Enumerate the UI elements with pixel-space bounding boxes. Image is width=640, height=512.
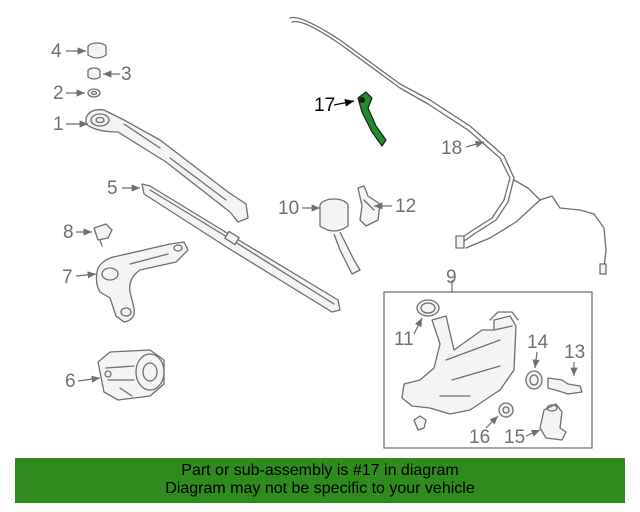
part-7-linkage [95,241,189,323]
part-5-wiper-blade [141,183,341,313]
part-3-nut [87,67,101,80]
part-number-13: 13 [564,342,586,363]
part-1-wiper-arm [85,109,249,223]
part-number-9: 9 [446,267,457,288]
part-number-10: 10 [278,198,300,219]
part-number-8: 8 [63,222,74,243]
reservoir-tank [401,311,519,415]
part-9-reservoir-box [383,280,593,449]
part-number-11: 11 [394,329,414,350]
part-18-hose [289,16,607,275]
part-11-cap [416,299,440,317]
banner-line-disclaimer: Diagram may not be specific to your vehi… [165,480,475,497]
part-16-grommet [498,402,514,418]
part-number-12: 12 [395,196,417,217]
part-12-bracket [357,185,381,227]
part-4-cap [87,42,107,59]
part-number-15: 15 [504,427,526,448]
tank-bolt [413,415,427,431]
leader-lines [66,47,578,437]
part-10-bracket [319,198,361,275]
part-number-7: 7 [62,267,73,288]
part-number-17: 17 [314,95,336,116]
info-banner: Part or sub-assembly is #17 in diagram D… [15,458,625,503]
part-number-3: 3 [121,64,132,85]
part-2-washer [87,88,101,98]
part-number-4: 4 [51,41,62,62]
part-number-2: 2 [53,83,64,104]
banner-line-part: Part or sub-assembly is #17 in diagram [181,462,459,479]
part-8-bolt [93,223,113,247]
part-number-16: 16 [469,427,491,448]
part-17-nozzle-hose [357,91,387,148]
part-number-18: 18 [441,138,463,159]
part-number-1: 1 [53,114,64,135]
part-number-5: 5 [107,178,118,199]
part-6-motor [97,349,165,401]
part-number-6: 6 [65,371,76,392]
part-number-14: 14 [527,332,549,353]
part-14-grommet [525,370,543,390]
part-15-pump [539,403,567,441]
parts-diagram [66,16,607,449]
part-13-sensor [547,377,583,395]
